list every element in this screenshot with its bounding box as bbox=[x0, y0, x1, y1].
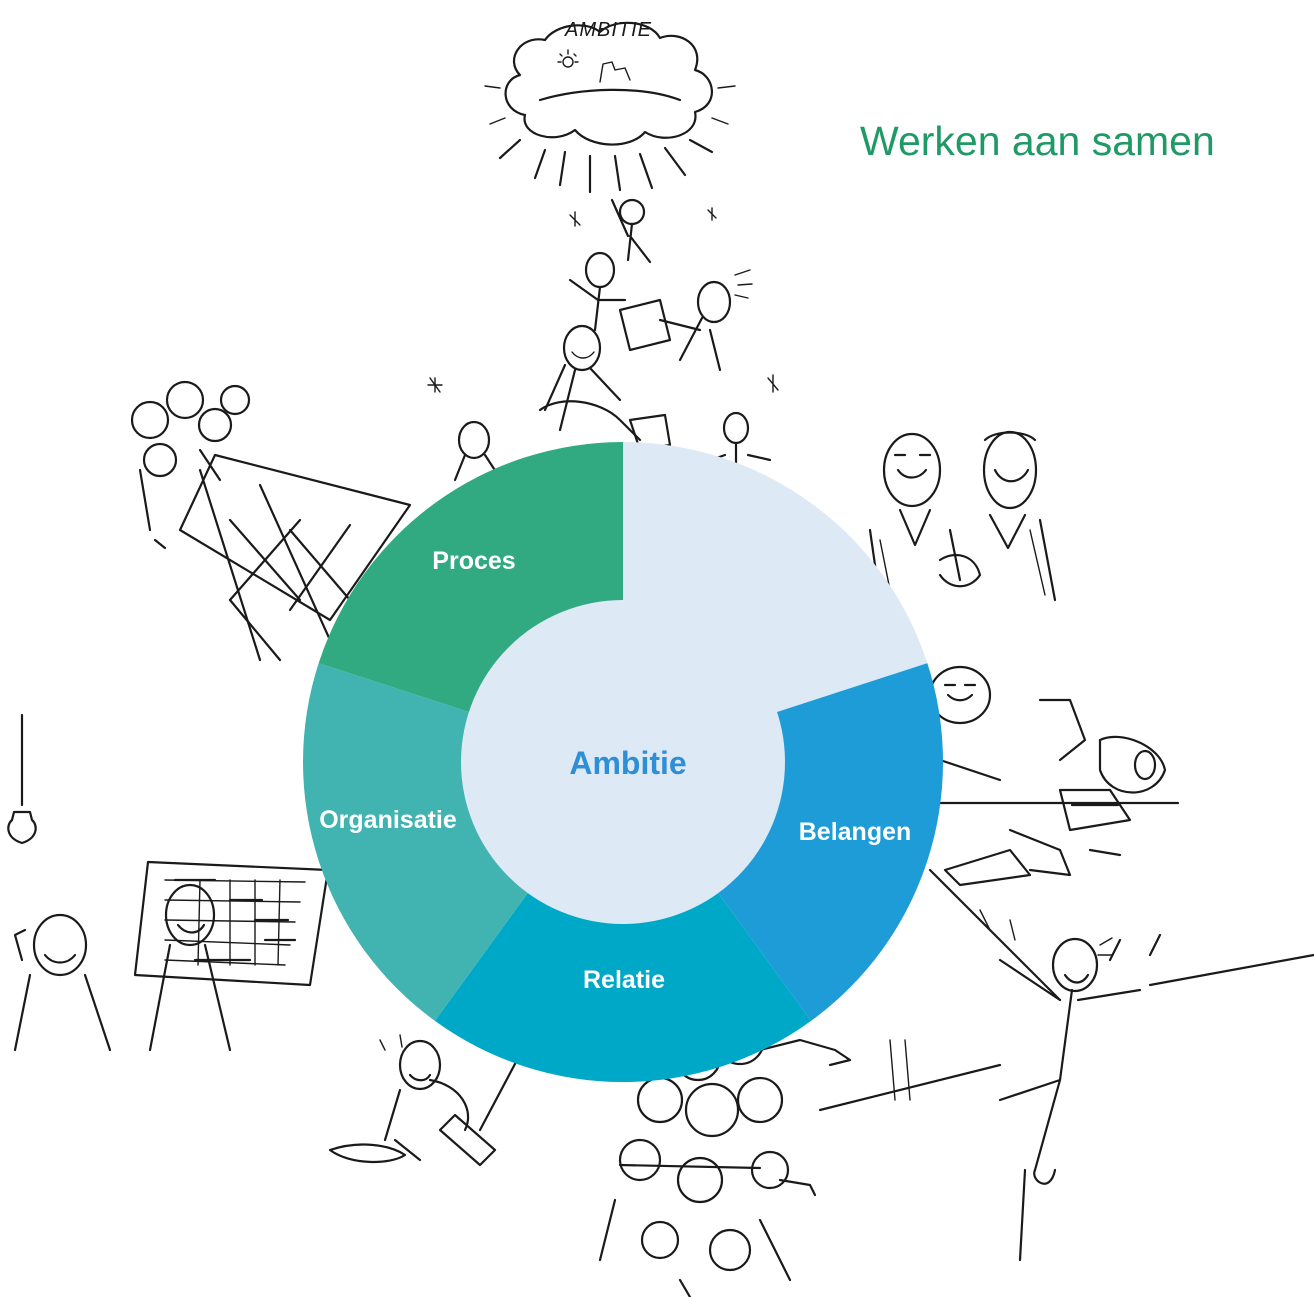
page-title: Werken aan samen bbox=[860, 118, 1215, 164]
label-belangen: Belangen bbox=[799, 818, 912, 846]
light-bulb-illustration bbox=[7, 713, 37, 845]
label-relatie: Relatie bbox=[583, 966, 665, 994]
whiteboard-presenters-illustration bbox=[13, 860, 330, 1052]
label-organisatie: Organisatie bbox=[319, 806, 457, 834]
center-label: Ambitie bbox=[569, 745, 686, 781]
center-disc[interactable] bbox=[461, 600, 785, 924]
tightrope-walker-illustration bbox=[818, 868, 1314, 1262]
handshake-illustration bbox=[868, 430, 1057, 602]
ambition-cloud-illustration: AMBITIE bbox=[484, 19, 736, 194]
sweeping-person-illustration bbox=[328, 1034, 527, 1167]
group-conflict-illustration bbox=[598, 1014, 852, 1297]
climbing-people-illustration bbox=[427, 198, 779, 482]
donut-ring bbox=[302, 442, 944, 1083]
armor-illustration bbox=[903, 665, 1180, 887]
label-proces: Proces bbox=[432, 547, 515, 575]
scaffold-people-illustration bbox=[130, 380, 412, 662]
cloud-text: AMBITIE bbox=[564, 19, 652, 41]
